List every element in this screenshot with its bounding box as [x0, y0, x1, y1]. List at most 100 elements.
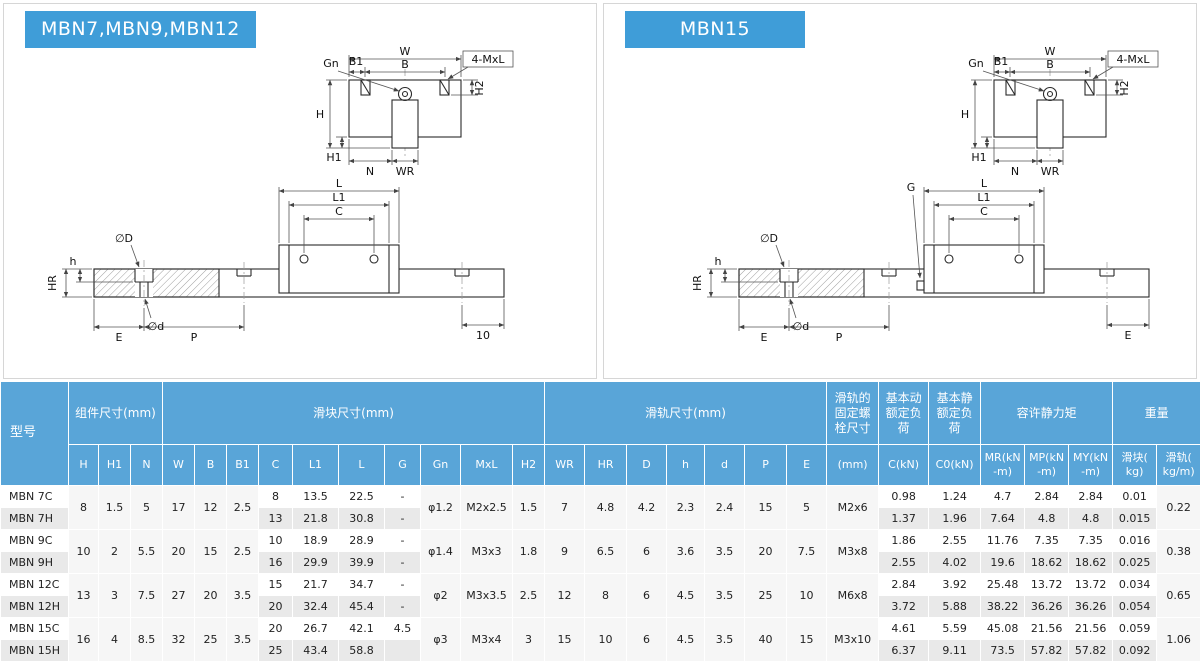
spec-cell: 8 [259, 486, 293, 508]
spec-cell: 0.38 [1157, 530, 1200, 574]
dim-label-l: L [336, 177, 343, 190]
spec-cell: 3 [99, 574, 131, 618]
spec-cell: 0.025 [1113, 552, 1157, 574]
model-cell: MBN 7C [1, 486, 69, 508]
front-view [994, 69, 1106, 157]
spec-cell: 1.24 [929, 486, 981, 508]
spec-cell: 25 [745, 574, 787, 618]
col-header: B [195, 445, 227, 486]
panel-title-right: MBN15 [625, 11, 805, 48]
dim-label-n: N [366, 165, 374, 178]
spec-cell: 5 [787, 486, 827, 530]
col-header: HR [585, 445, 627, 486]
dim-label-l1: L1 [977, 191, 990, 204]
spec-cell: 28.9 [339, 530, 385, 552]
dim-label-dia-d: ∅d [793, 320, 810, 333]
spec-cell [385, 640, 421, 662]
group-header-weight: 重量 [1113, 382, 1200, 445]
spec-cell: 42.1 [339, 618, 385, 640]
dim-label-hr: HR [691, 275, 704, 291]
spec-cell: 25.48 [981, 574, 1025, 596]
spec-cell: 4.8 [1025, 508, 1069, 530]
spec-cell: 4.61 [879, 618, 929, 640]
spec-cell: 20 [259, 596, 293, 618]
spec-cell: 7.5 [787, 530, 827, 574]
spec-cell: 9 [545, 530, 585, 574]
spec-cell: - [385, 486, 421, 508]
diagram-panels: MBN7,MBN9,MBN12 [0, 0, 1200, 381]
spec-cell: 2.4 [705, 486, 745, 530]
model-cell: MBN 9C [1, 530, 69, 552]
spec-cell: 3.5 [227, 574, 259, 618]
dim-label-p: P [836, 331, 843, 344]
spec-cell: 1.06 [1157, 618, 1200, 662]
col-header: L1 [293, 445, 339, 486]
dim-label-mxl: 4-MxL [471, 53, 505, 66]
col-header: W [163, 445, 195, 486]
col-header: h [667, 445, 705, 486]
spec-cell: 17 [163, 486, 195, 530]
rail-cross-section [1037, 100, 1063, 148]
spec-cell: 58.8 [339, 640, 385, 662]
dim-label-e: E [116, 331, 123, 344]
col-header: MY(kN -m) [1069, 445, 1113, 486]
dim-label-l1: L1 [332, 191, 345, 204]
dim-label-h-small: h [715, 255, 722, 268]
spec-cell: 5.59 [929, 618, 981, 640]
spec-cell: 10 [585, 618, 627, 662]
dim-label-rail-end-e: E [1125, 329, 1132, 342]
spec-cell: 13 [69, 574, 99, 618]
col-header: G [385, 445, 421, 486]
panel-mbn7-9-12: MBN7,MBN9,MBN12 [3, 3, 597, 379]
rail-section-hatched [739, 269, 864, 297]
spec-cell: 4.8 [1069, 508, 1113, 530]
spec-cell: M3x3.5 [461, 574, 513, 618]
spec-cell: 0.22 [1157, 486, 1200, 530]
spec-cell: 15 [787, 618, 827, 662]
spec-cell: 1.8 [513, 530, 545, 574]
spec-cell: 5.5 [131, 530, 163, 574]
col-header: WR [545, 445, 585, 486]
spec-cell: 3.5 [227, 618, 259, 662]
dim-label-b1: B1 [994, 55, 1009, 68]
spec-cell: 40 [745, 618, 787, 662]
dim-label-h2: H2 [1118, 80, 1131, 95]
dim-label-w: W [400, 45, 411, 58]
spec-cell: 34.7 [339, 574, 385, 596]
spec-cell: 22.5 [339, 486, 385, 508]
model-cell: MBN 7H [1, 508, 69, 530]
spec-cell: 16 [259, 552, 293, 574]
diagram-mbn15: W B B1 Gn 4-MxL H H1 H2 N WR [604, 4, 1196, 378]
dim-label-b1: B1 [349, 55, 364, 68]
spec-cell: 11.76 [981, 530, 1025, 552]
spec-cell: 12 [545, 574, 585, 618]
col-header: D [627, 445, 667, 486]
spec-cell: 2.5 [227, 530, 259, 574]
spec-cell: 10 [259, 530, 293, 552]
spec-cell: 27 [163, 574, 195, 618]
spec-cell: 7.35 [1025, 530, 1069, 552]
dim-label-l: L [981, 177, 988, 190]
spec-cell: 15 [259, 574, 293, 596]
spec-cell: 2.84 [1069, 486, 1113, 508]
dim-label-b: B [401, 58, 409, 71]
dim-label-w: W [1045, 45, 1056, 58]
col-header: C [259, 445, 293, 486]
spec-cell: 15 [195, 530, 227, 574]
spec-cell: 13.72 [1025, 574, 1069, 596]
spec-cell: 25 [259, 640, 293, 662]
spec-cell: 21.56 [1069, 618, 1113, 640]
spec-cell: 7.5 [131, 574, 163, 618]
dim-label-wr: WR [396, 165, 415, 178]
spec-cell: - [385, 552, 421, 574]
spec-cell: - [385, 508, 421, 530]
spec-cell: M6x8 [827, 574, 879, 618]
spec-cell: M3x3 [461, 530, 513, 574]
col-header: P [745, 445, 787, 486]
spec-cell: 3.5 [705, 530, 745, 574]
model-cell: MBN 15C [1, 618, 69, 640]
spec-cell: 7.64 [981, 508, 1025, 530]
